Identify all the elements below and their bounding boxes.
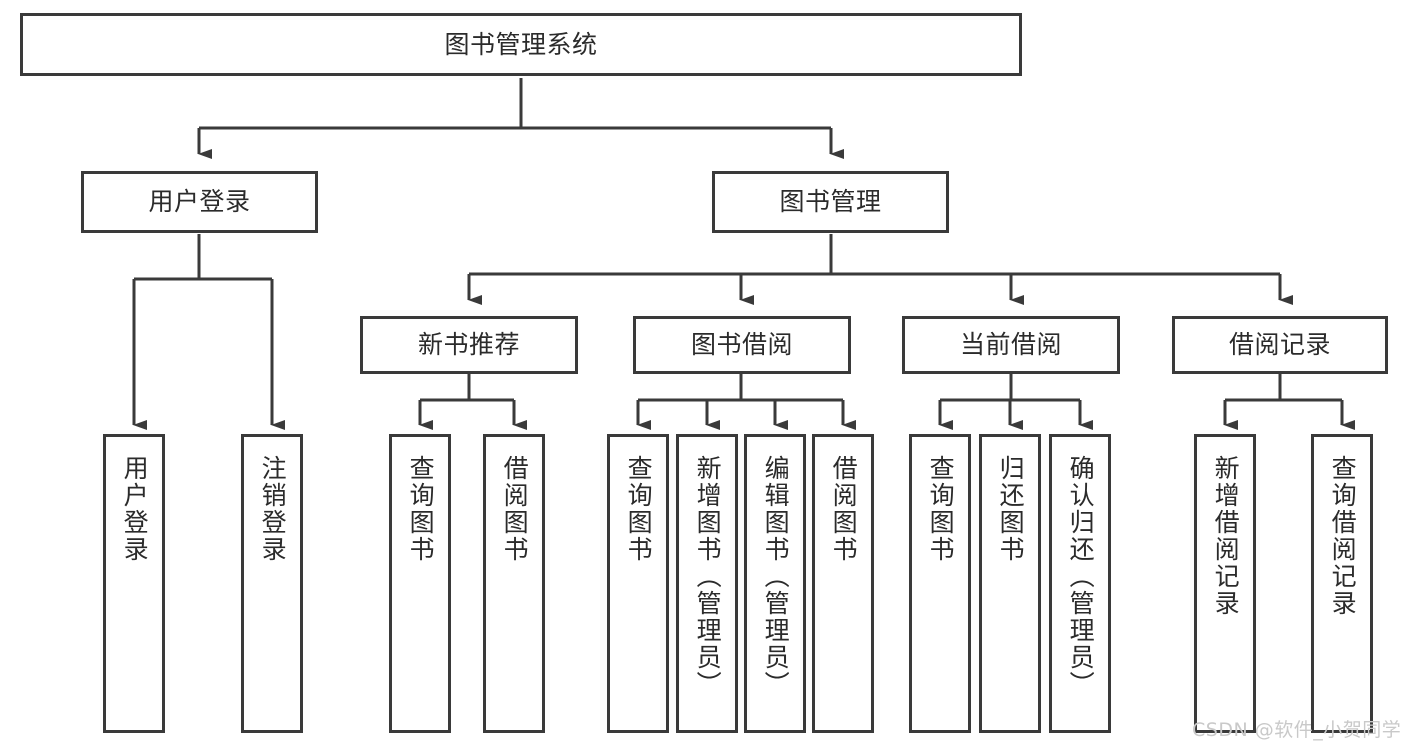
node-leaf-edit-book[interactable]: 编辑图书（管理员）: [744, 434, 806, 733]
node-book-manage[interactable]: 图书管理: [712, 171, 949, 233]
node-label: 用户登录: [120, 455, 150, 563]
csdn-watermark: CSDN @软件_小贺同学: [1192, 719, 1402, 741]
node-label: 用户登录: [148, 187, 251, 217]
node-label: 查询图书: [926, 455, 956, 563]
node-label: 注销登录: [258, 455, 288, 563]
node-label: 图书借阅: [690, 330, 793, 360]
node-label: 新增图书（管理员）: [693, 455, 723, 698]
node-label: 图书管理系统: [444, 29, 598, 59]
node-book-borrow[interactable]: 图书借阅: [633, 316, 851, 374]
node-label: 查询借阅记录: [1328, 455, 1358, 617]
node-borrow-record[interactable]: 借阅记录: [1172, 316, 1388, 374]
node-leaf-borrow-book-1[interactable]: 借阅图书: [483, 434, 545, 733]
node-label: 新增借阅记录: [1211, 455, 1241, 617]
node-new-book-recommend[interactable]: 新书推荐: [360, 316, 578, 374]
node-leaf-query-record[interactable]: 查询借阅记录: [1311, 434, 1373, 733]
node-leaf-query-book-2[interactable]: 查询图书: [607, 434, 669, 733]
node-label: 借阅图书: [500, 455, 530, 563]
node-label: 新书推荐: [417, 330, 520, 360]
node-leaf-confirm-return[interactable]: 确认归还（管理员）: [1049, 434, 1111, 733]
node-leaf-add-record[interactable]: 新增借阅记录: [1194, 434, 1256, 733]
node-label: 借阅图书: [829, 455, 859, 563]
node-label: 查询图书: [624, 455, 654, 563]
node-label: 归还图书: [996, 455, 1026, 563]
node-label: 借阅记录: [1228, 330, 1331, 360]
node-leaf-logout[interactable]: 注销登录: [241, 434, 303, 733]
node-user-login[interactable]: 用户登录: [81, 171, 318, 233]
node-leaf-return-book[interactable]: 归还图书: [979, 434, 1041, 733]
node-label: 编辑图书（管理员）: [761, 455, 791, 698]
node-leaf-query-book-3[interactable]: 查询图书: [909, 434, 971, 733]
node-leaf-user-login[interactable]: 用户登录: [103, 434, 165, 733]
node-label: 当前借阅: [959, 330, 1062, 360]
node-current-borrow[interactable]: 当前借阅: [902, 316, 1120, 374]
node-root-system[interactable]: 图书管理系统: [20, 13, 1022, 76]
node-leaf-add-book[interactable]: 新增图书（管理员）: [676, 434, 738, 733]
node-leaf-borrow-book-2[interactable]: 借阅图书: [812, 434, 874, 733]
node-label: 图书管理: [779, 187, 882, 217]
node-leaf-query-book-1[interactable]: 查询图书: [389, 434, 451, 733]
node-label: 确认归还（管理员）: [1066, 455, 1096, 698]
node-label: 查询图书: [406, 455, 436, 563]
